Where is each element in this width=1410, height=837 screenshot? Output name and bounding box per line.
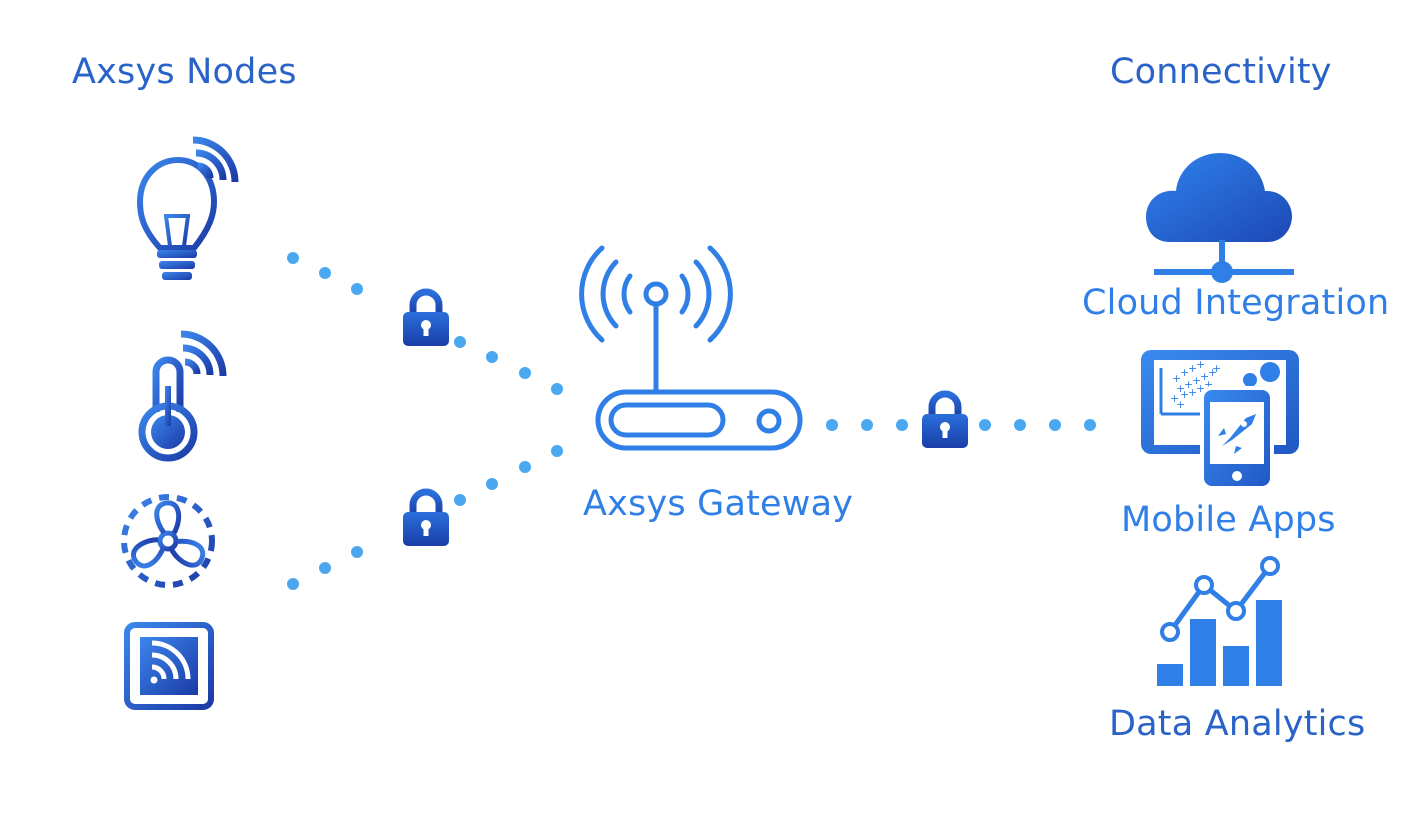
gateway-router-icon xyxy=(579,245,803,451)
scatter-mark: + xyxy=(1200,370,1209,383)
connection-dot xyxy=(319,267,331,279)
scatter-mark: + xyxy=(1172,372,1181,385)
scatter-mark: + xyxy=(1208,366,1217,379)
connection-dot xyxy=(896,419,908,431)
connection-dot xyxy=(287,578,299,590)
scatter-mark: + xyxy=(1176,398,1185,411)
connection-dot xyxy=(351,546,363,558)
connectivity-heading: Connectivity xyxy=(1110,52,1332,92)
scatter-mark: + xyxy=(1180,366,1189,379)
scatter-mark: + xyxy=(1196,382,1205,395)
connection-dot xyxy=(551,383,563,395)
wireless-panel-icon xyxy=(124,622,214,710)
light-bulb-icon xyxy=(137,136,239,280)
scatter-mark: + xyxy=(1188,362,1197,375)
padlock-icon xyxy=(403,492,449,546)
scatter-mark: + xyxy=(1188,386,1197,399)
padlock-icon xyxy=(922,394,968,448)
scatter-mark: + xyxy=(1212,362,1221,375)
scatter-mark: + xyxy=(1192,374,1201,387)
connection-dot xyxy=(486,351,498,363)
gateway-label: Axsys Gateway xyxy=(583,484,854,524)
scatter-mark: + xyxy=(1170,392,1179,405)
connection-dot xyxy=(287,252,299,264)
scatter-mark: + xyxy=(1180,388,1189,401)
connection-dot xyxy=(1084,419,1096,431)
connection-dot xyxy=(454,494,466,506)
data-analytics-icon xyxy=(1157,556,1282,686)
scatter-mark: + xyxy=(1204,378,1213,391)
fan-icon xyxy=(121,494,215,588)
connection-dot xyxy=(351,283,363,295)
connection-dot xyxy=(519,367,531,379)
connection-dot xyxy=(826,419,838,431)
connection-dot xyxy=(861,419,873,431)
cloud-integration-label: Cloud Integration xyxy=(1082,283,1390,323)
connection-dot xyxy=(1014,419,1026,431)
scatter-mark: + xyxy=(1176,382,1185,395)
data-analytics-label: Data Analytics xyxy=(1109,704,1366,744)
mobile-apps-label: Mobile Apps xyxy=(1121,500,1336,540)
scatter-mark: + xyxy=(1196,358,1205,371)
nodes-heading: Axsys Nodes xyxy=(72,52,297,92)
connection-dot xyxy=(979,419,991,431)
mobile-apps-icon: ++++++++++++++++ xyxy=(1141,350,1299,490)
connection-dot xyxy=(1049,419,1061,431)
connection-dot xyxy=(486,478,498,490)
scatter-mark: + xyxy=(1184,378,1193,391)
cloud-integration-icon xyxy=(1146,153,1294,283)
connection-dot xyxy=(519,461,531,473)
padlock-icon xyxy=(403,292,449,346)
connection-dot xyxy=(454,336,466,348)
thermometer-icon xyxy=(138,330,227,462)
connection-dot xyxy=(319,562,331,574)
connection-dot xyxy=(551,445,563,457)
connection-dots xyxy=(287,252,1096,590)
